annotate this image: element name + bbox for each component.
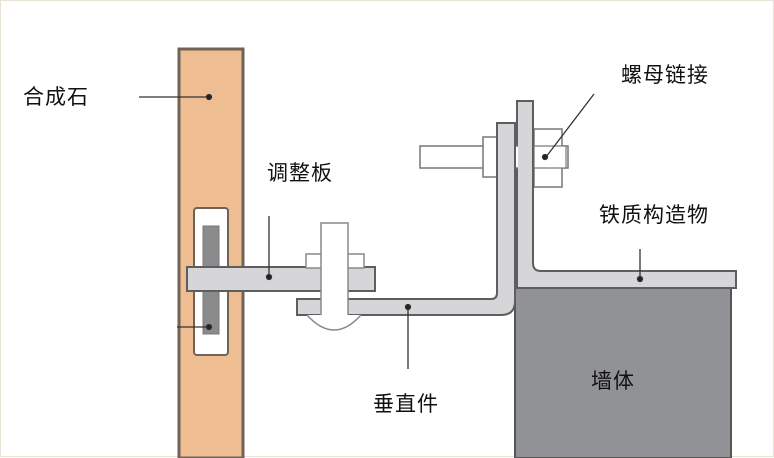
label-iron-structure: 铁质构造物 bbox=[599, 203, 709, 227]
label-adjust-plate: 调整板 bbox=[267, 161, 333, 185]
wall-block bbox=[514, 286, 732, 458]
label-vertical-piece: 垂直件 bbox=[373, 392, 439, 416]
label-nut-connection: 螺母链接 bbox=[621, 63, 709, 87]
iron-structure bbox=[516, 100, 737, 289]
nut-left bbox=[482, 136, 498, 178]
vertical-piece bbox=[296, 122, 516, 316]
label-stone: 合成石 bbox=[23, 85, 89, 109]
label-wall: 墙体 bbox=[591, 369, 635, 393]
bolt-shaft-lower bbox=[320, 222, 349, 324]
bolt-head bbox=[306, 314, 362, 331]
nut-right-inner bbox=[533, 145, 567, 169]
